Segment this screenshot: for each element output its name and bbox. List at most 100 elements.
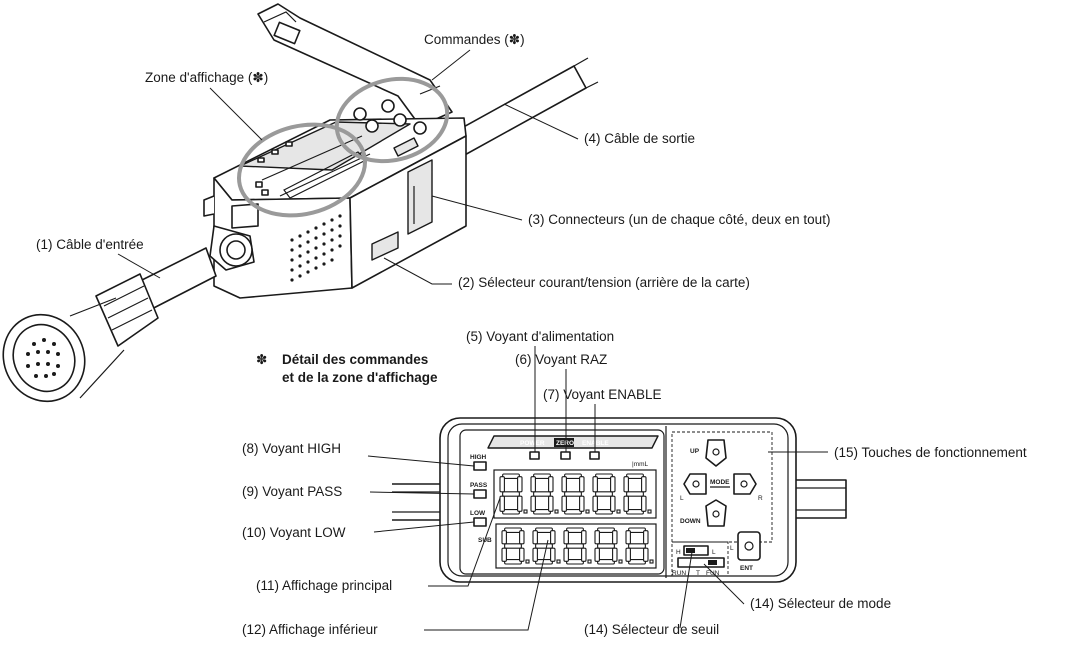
digit-segment [597,559,615,565]
label-current-voltage-switch: (2) Sélecteur courant/tension (arrière d… [458,275,750,290]
svg-text:R: R [758,495,763,502]
svg-text:L: L [680,495,684,502]
digit-segment [626,491,644,497]
hinged-cover [257,3,453,127]
digit-segment [643,547,649,562]
svg-text:✽: ✽ [256,352,267,367]
digit-segment [641,495,647,512]
digit-segment [581,530,587,545]
svg-text:MODE: MODE [710,479,730,486]
digit-segment [550,530,556,545]
decimal-point [556,559,561,564]
digit-segment [517,476,523,493]
digit-segment [610,495,616,512]
digit-segment [564,509,582,515]
mode-switch[interactable] [677,557,725,568]
zero-led [560,451,571,460]
low-led [473,517,487,527]
digit-segment [548,495,554,512]
digit-segment [612,547,618,562]
digit-segment [628,559,646,565]
digit-segment [530,495,536,512]
threshold-switch[interactable] [683,545,709,556]
svg-text:ENABLE: ENABLE [582,440,609,447]
digit-segment [550,547,556,562]
digit-segment [532,530,538,545]
label-commands: Commandes (✽) [424,32,525,47]
digit-segment [564,491,582,497]
digit-segment [566,527,584,533]
digit-segment [561,476,567,493]
digit-segment [643,530,649,545]
amplifier-body [203,99,467,299]
svg-text:ENT: ENT [740,565,753,572]
digit-segment [501,547,507,562]
digit-segment [532,547,538,562]
down-key[interactable] [705,499,727,527]
digit-segment [504,559,522,565]
digit-segment [499,476,505,493]
digit-segment [628,527,646,533]
label-enable-indicator: (7) Voyant ENABLE [543,387,662,402]
digit-segment [641,476,647,493]
input-cable [2,225,255,403]
svg-text:ZERO: ZERO [556,440,574,447]
decimal-point [649,559,654,564]
right-key[interactable] [733,473,757,495]
digit-segment [626,509,644,515]
switch-slot [371,231,399,261]
decimal-point [587,559,592,564]
label-mode-switch: (14) Sélecteur de mode [750,596,891,611]
label-power-indicator: (5) Voyant d'alimentation [466,329,614,344]
digit-segment [563,530,569,545]
label-pass-indicator: (9) Voyant PASS [242,484,342,499]
digit-segment [595,509,613,515]
connector-pins [26,338,60,378]
digit-segment [519,547,525,562]
digit-segment [592,476,598,493]
digit-segment [594,547,600,562]
digit-segment [579,495,585,512]
digit-segment [597,527,615,533]
digit-segment [612,530,618,545]
up-key[interactable] [705,439,727,467]
digit-segment [628,543,646,549]
left-key[interactable] [683,473,707,495]
digit-segment [623,476,629,493]
digit-segment [548,476,554,493]
digit-segment [625,547,631,562]
svg-text:PASS: PASS [470,482,488,489]
digit-segment [581,547,587,562]
digit-segment [595,473,613,479]
label-zero-indicator: (6) Voyant RAZ [515,352,607,367]
detail-note: ✽ Détail des commandes et de la zone d'a… [256,352,438,385]
digit-segment [533,491,551,497]
digit-segment [597,543,615,549]
digit-segment [610,476,616,493]
digit-segment [595,491,613,497]
digit-segment [502,473,520,479]
vent-holes [290,214,342,282]
digit-segment [564,473,582,479]
digit-segment [533,509,551,515]
commands-highlight [334,76,450,164]
svg-text:L: L [730,545,734,552]
main-display-digits [499,473,652,515]
decimal-point [554,509,559,514]
decimal-point [585,509,590,514]
svg-text:H: H [676,549,681,556]
digit-segment [566,543,584,549]
front-panel: POWER ZERO ENABLE HIGH PASS LOW SUB |mmL… [392,417,847,583]
svg-text:LOW: LOW [470,510,486,517]
sub-display-digits [501,527,654,565]
svg-text:RUN: RUN [672,570,686,577]
label-connectors: (3) Connecteurs (un de chaque côté, deux… [528,212,830,227]
label-sub-display: (12) Affichage inférieur [242,622,378,637]
digit-segment [530,476,536,493]
detail-note-line2: et de la zone d'affichage [282,370,438,385]
digit-segment [594,530,600,545]
label-operation-keys: (15) Touches de fonctionnement [834,445,1027,460]
decimal-point [616,509,621,514]
digit-segment [502,509,520,515]
ent-key[interactable] [737,531,761,561]
